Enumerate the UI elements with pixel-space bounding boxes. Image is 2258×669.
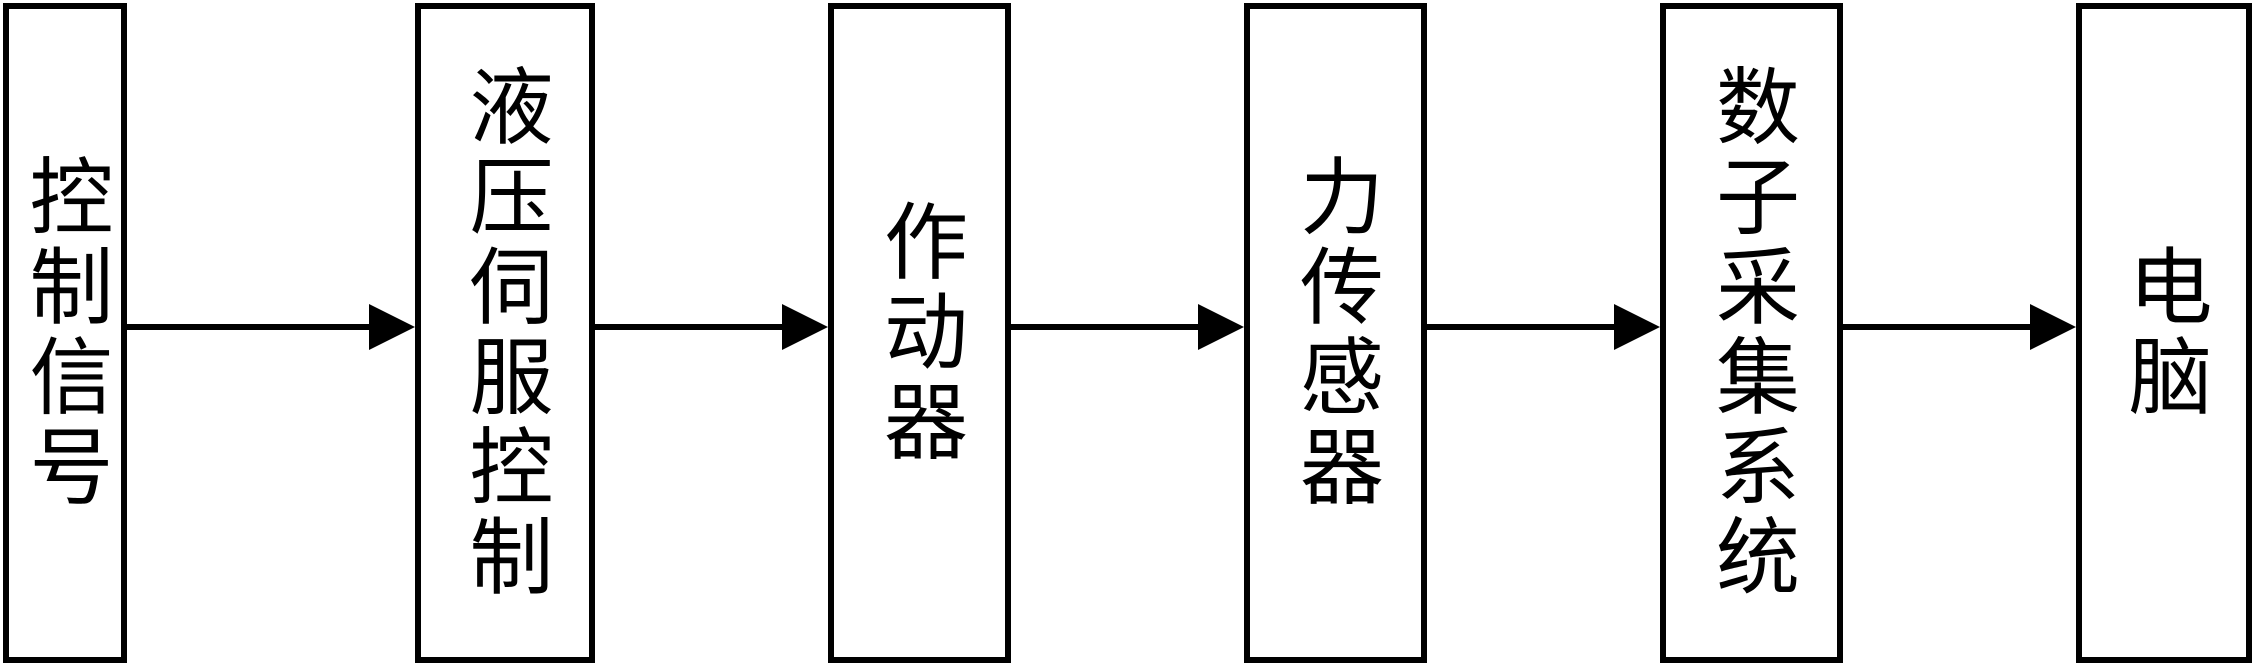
arrow-head-icon bbox=[2030, 304, 2076, 350]
block-label: 作动器 bbox=[870, 198, 969, 468]
arrow-head-icon bbox=[1614, 304, 1660, 350]
arrow-sensor-to-daq bbox=[1427, 304, 1660, 350]
arrow-actuator-to-sensor bbox=[1011, 304, 1244, 350]
block-hydraulic-servo: 液压伺服控制 bbox=[415, 3, 595, 663]
block-label: 力传感器 bbox=[1286, 153, 1385, 513]
arrow-shaft bbox=[1011, 324, 1200, 330]
block-label: 液压伺服控制 bbox=[456, 63, 554, 603]
arrow-servo-to-actuator bbox=[595, 304, 828, 350]
block-label: 控制信号 bbox=[16, 153, 114, 513]
arrow-head-icon bbox=[369, 304, 415, 350]
block-actuator: 作动器 bbox=[828, 3, 1011, 663]
block-control-signal: 控制信号 bbox=[3, 3, 127, 663]
arrow-shaft bbox=[595, 324, 784, 330]
arrow-shaft bbox=[1843, 324, 2032, 330]
block-label: 电脑 bbox=[2115, 243, 2213, 423]
arrow-control-to-servo bbox=[127, 304, 415, 350]
block-force-sensor: 力传感器 bbox=[1244, 3, 1427, 663]
arrow-head-icon bbox=[782, 304, 828, 350]
block-label: 数子采集系统 bbox=[1702, 63, 1801, 603]
block-data-acquisition: 数子采集系统 bbox=[1660, 3, 1843, 663]
block-computer: 电脑 bbox=[2076, 3, 2252, 663]
arrow-shaft bbox=[127, 324, 371, 330]
arrow-shaft bbox=[1427, 324, 1616, 330]
arrow-daq-to-computer bbox=[1843, 304, 2076, 350]
arrow-head-icon bbox=[1198, 304, 1244, 350]
